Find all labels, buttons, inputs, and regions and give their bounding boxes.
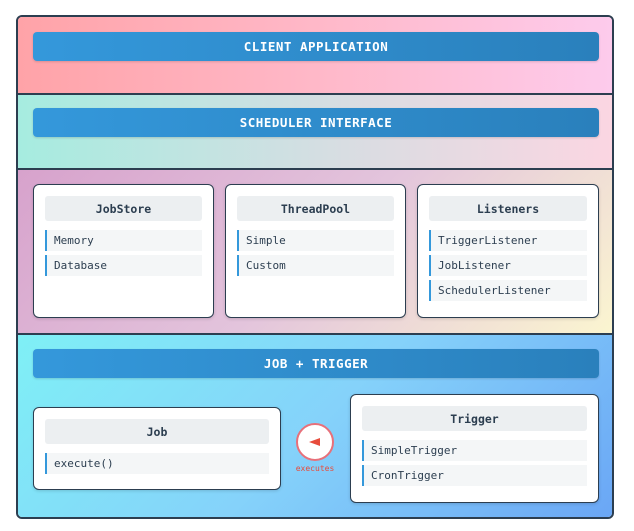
threadpool-title: ThreadPool (237, 196, 394, 221)
threadpool-item: Custom (237, 255, 394, 276)
threadpool-card: ThreadPool Simple Custom (225, 184, 406, 318)
executes-label: executes (295, 464, 335, 473)
listeners-title: Listeners (429, 196, 587, 221)
architecture-diagram: CLIENT APPLICATION SCHEDULER INTERFACE J… (16, 15, 614, 519)
job-items: execute() (45, 453, 269, 478)
listeners-card: Listeners TriggerListener JobListener Sc… (417, 184, 599, 318)
arrow-left-icon (309, 438, 320, 446)
threadpool-items: Simple Custom (237, 230, 394, 280)
executes-connector (296, 423, 334, 461)
trigger-items: SimpleTrigger CronTrigger (362, 440, 587, 490)
job-card: Job execute() (33, 407, 281, 490)
client-application-layer: CLIENT APPLICATION (18, 17, 612, 95)
components-layer: JobStore Memory Database ThreadPool Simp… (18, 170, 612, 335)
trigger-title: Trigger (362, 406, 587, 431)
scheduler-interface-banner: SCHEDULER INTERFACE (33, 108, 599, 137)
job-trigger-layer: JOB + TRIGGER Job execute() executes Tri… (18, 335, 612, 517)
trigger-item: CronTrigger (362, 465, 587, 486)
jobstore-item: Memory (45, 230, 202, 251)
listeners-items: TriggerListener JobListener SchedulerLis… (429, 230, 587, 305)
jobstore-items: Memory Database (45, 230, 202, 280)
job-trigger-banner: JOB + TRIGGER (33, 349, 599, 378)
job-item: execute() (45, 453, 269, 474)
threadpool-item: Simple (237, 230, 394, 251)
scheduler-interface-layer: SCHEDULER INTERFACE (18, 95, 612, 170)
listeners-item: TriggerListener (429, 230, 587, 251)
listeners-item: JobListener (429, 255, 587, 276)
job-title: Job (45, 419, 269, 444)
jobstore-card: JobStore Memory Database (33, 184, 214, 318)
jobstore-title: JobStore (45, 196, 202, 221)
jobstore-item: Database (45, 255, 202, 276)
trigger-card: Trigger SimpleTrigger CronTrigger (350, 394, 599, 503)
client-application-banner: CLIENT APPLICATION (33, 32, 599, 61)
listeners-item: SchedulerListener (429, 280, 587, 301)
trigger-item: SimpleTrigger (362, 440, 587, 461)
